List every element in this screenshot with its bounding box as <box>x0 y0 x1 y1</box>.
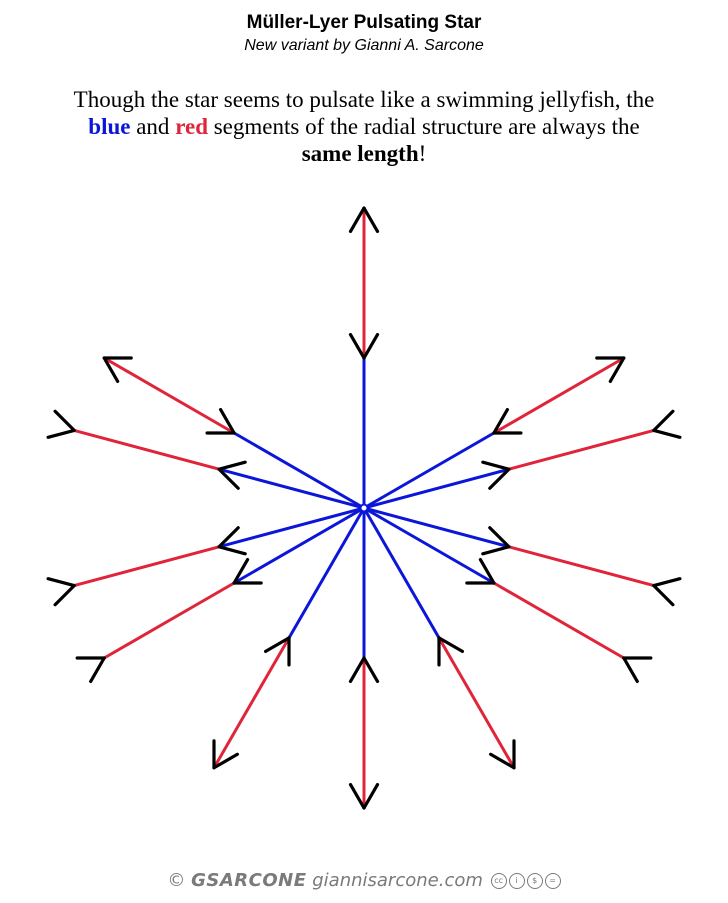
junction-fin-b <box>217 526 240 549</box>
same-length-phrase: same length <box>301 141 419 166</box>
blue-segment <box>362 431 496 510</box>
blue-word: blue <box>88 114 131 139</box>
end-fin-a <box>652 583 675 607</box>
blue-segment <box>362 506 496 585</box>
red-segment <box>72 545 221 588</box>
end-fin-b <box>348 782 366 810</box>
end-fin-b <box>489 752 516 770</box>
red-segment <box>102 356 236 435</box>
red-segment <box>507 545 656 588</box>
description-part3: segments of the radial structure are alw… <box>207 114 640 139</box>
junction-fin-b <box>488 467 511 490</box>
nd-icon: = <box>544 873 561 889</box>
junction-fin-b <box>232 557 250 585</box>
blue-segment <box>232 431 366 510</box>
red-segment <box>492 581 626 660</box>
blue-segment <box>362 467 511 510</box>
end-fin-b <box>362 206 380 233</box>
cc-icon: cc <box>490 873 507 889</box>
description-part2: and <box>130 114 176 139</box>
red-segment <box>102 581 236 660</box>
junction-fin-b <box>437 636 464 654</box>
page-title: Müller-Lyer Pulsating Star <box>246 12 482 33</box>
end-fin-b <box>53 583 76 607</box>
red-segment <box>492 356 626 435</box>
end-fin-a <box>362 782 380 810</box>
end-fin-b <box>89 656 106 684</box>
end-fin-a <box>46 577 76 588</box>
junction-fin-a <box>264 636 291 654</box>
end-fin-a <box>102 356 120 383</box>
red-word: red <box>175 114 208 139</box>
red-segment <box>437 636 516 770</box>
by-icon: i <box>508 873 525 889</box>
junction-fin-a <box>478 557 496 585</box>
junction-fin-a <box>217 467 240 490</box>
blue-segment <box>217 467 366 510</box>
artist-signature-logo: GSARCONE <box>191 870 307 891</box>
blue-segment <box>362 506 441 640</box>
description-part1: Though the star seems to pulsate like a … <box>73 87 655 112</box>
end-fin-a <box>53 409 76 432</box>
blue-segment <box>362 506 511 549</box>
blue-segment <box>217 506 366 549</box>
center-dot <box>359 503 369 513</box>
muller-lyer-star-figure <box>46 206 682 810</box>
blue-segment <box>232 506 366 585</box>
junction-fin-b <box>492 408 509 435</box>
nc-icon: $ <box>526 873 543 889</box>
description-part4: ! <box>418 141 427 166</box>
junction-fin-b <box>217 460 247 471</box>
junction-fin-b <box>362 656 380 684</box>
end-fin-b <box>608 356 626 383</box>
end-fin-a <box>212 752 239 770</box>
copyright-symbol: © <box>167 870 186 891</box>
end-fin-a <box>652 428 682 439</box>
junction-fin-a <box>217 545 247 556</box>
junction-fin-a <box>219 408 236 435</box>
red-segment <box>507 428 656 471</box>
junction-fin-b <box>481 545 511 556</box>
blue-segment <box>287 506 366 640</box>
end-fin-a <box>622 656 639 684</box>
site-link[interactable]: giannisarcone.com <box>312 870 483 891</box>
junction-fin-a <box>488 526 511 549</box>
end-fin-b <box>46 428 76 439</box>
end-fin-b <box>652 577 682 588</box>
end-fin-b <box>652 409 675 432</box>
junction-fin-b <box>348 333 366 360</box>
page-subtitle: New variant by Gianni A. Sarcone <box>244 37 484 54</box>
description-text: Though the star seems to pulsate like a … <box>64 86 664 167</box>
end-fin-a <box>348 206 366 233</box>
junction-fin-a <box>362 333 380 360</box>
junction-fin-a <box>481 460 511 471</box>
junction-fin-a <box>348 656 366 684</box>
red-segment <box>212 636 291 770</box>
red-segment <box>72 428 221 471</box>
